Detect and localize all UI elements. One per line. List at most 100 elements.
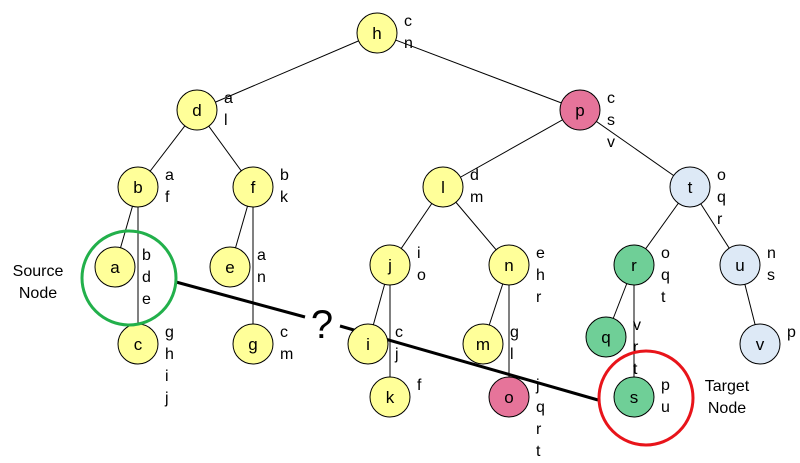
- node-circle-j: [369, 244, 411, 286]
- node-circle-k: [369, 376, 411, 418]
- node-circle-l: [422, 166, 464, 208]
- node-circle-d: [176, 89, 218, 131]
- node-circle-q: [585, 316, 627, 358]
- node-label-h: h: [372, 24, 381, 43]
- node-label-r: r: [631, 256, 637, 275]
- node-label-q: q: [601, 328, 610, 347]
- node-k: kf: [369, 376, 422, 418]
- node-circle-b: [117, 166, 159, 208]
- node-label-m: m: [476, 335, 490, 354]
- node-label-v: v: [756, 335, 765, 354]
- node-circle-m: [462, 323, 504, 365]
- node-circle-h: [356, 12, 398, 54]
- node-label-l: l: [441, 178, 445, 197]
- node-circle-f: [232, 166, 274, 208]
- node-circle-r: [613, 244, 655, 286]
- node-label-b: b: [133, 178, 142, 197]
- node-label-o: o: [504, 388, 513, 407]
- node-side-list-k: f: [417, 377, 422, 394]
- node-circle-u: [719, 244, 761, 286]
- node-circle-v: [739, 323, 781, 365]
- node-label-n: n: [504, 256, 513, 275]
- node-label-j: j: [387, 256, 392, 275]
- target-ring: [597, 349, 695, 447]
- edge-h-p: [376, 32, 581, 111]
- node-v: vp: [739, 323, 796, 365]
- node-label-u: u: [735, 256, 744, 275]
- node-label-g: g: [248, 335, 257, 354]
- node-circle-n: [488, 244, 530, 286]
- node-circle-t: [669, 166, 711, 208]
- edge-p-t: [579, 109, 691, 188]
- node-label-d: d: [192, 101, 201, 120]
- node-circle-g: [232, 323, 274, 365]
- highlight-rings-layer: [80, 229, 695, 447]
- edges-layer: [114, 32, 761, 397]
- query-line-left: [175, 280, 306, 319]
- node-label-e: e: [225, 258, 234, 277]
- node-label-s: s: [630, 388, 639, 407]
- node-label-c: c: [134, 335, 143, 354]
- node-side-list-v: p: [787, 324, 796, 341]
- node-label-p: p: [575, 101, 584, 120]
- node-circle-a: [94, 246, 136, 288]
- edge-h-d: [196, 32, 378, 111]
- node-circle-p: [559, 89, 601, 131]
- node-label-k: k: [386, 388, 395, 407]
- node-label-t: t: [688, 178, 693, 197]
- node-circle-i: [347, 323, 389, 365]
- node-label-f: f: [251, 178, 256, 197]
- node-circle-e: [209, 246, 251, 288]
- edge-p-l: [442, 109, 581, 188]
- node-circle-s: [613, 376, 655, 418]
- source-ring: [80, 229, 178, 327]
- node-label-i: i: [366, 335, 370, 354]
- node-circle-o: [488, 376, 530, 418]
- question-mark: ?: [311, 303, 333, 347]
